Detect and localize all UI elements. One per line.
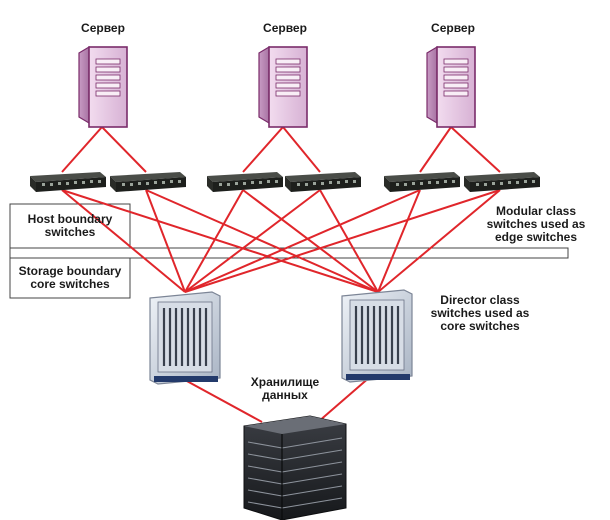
storage-array[interactable] bbox=[243, 415, 347, 520]
modular-annotation: Modular class switches used as edge swit… bbox=[476, 205, 596, 244]
edge-switch-6[interactable] bbox=[464, 172, 540, 192]
server-3-label: Сервер bbox=[431, 21, 475, 35]
director-line3: core switches bbox=[440, 319, 520, 333]
modular-line1: Modular class bbox=[495, 204, 577, 218]
server-drive-bays bbox=[95, 58, 121, 97]
director-annotation: Director class switches used as core swi… bbox=[420, 294, 540, 333]
edge-switch-2[interactable] bbox=[110, 172, 186, 192]
link-server3-edge6 bbox=[450, 126, 501, 173]
server-drive-bays bbox=[275, 58, 301, 97]
director-line1: Director class bbox=[440, 293, 520, 307]
director-line2: switches used as bbox=[430, 306, 530, 320]
zone-host-boundary bbox=[9, 203, 131, 249]
edge-switch-3[interactable] bbox=[207, 172, 283, 192]
modular-line3: edge switches bbox=[494, 230, 578, 244]
host-boundary-line2: switches bbox=[44, 225, 96, 239]
zone-storage-boundary bbox=[9, 257, 131, 299]
storage-boundary-line2: core switches bbox=[30, 277, 110, 291]
storage-boundary-label: Storage boundary core switches bbox=[10, 265, 130, 291]
link-core1-storage bbox=[184, 379, 263, 423]
modular-line2: switches used as bbox=[486, 217, 586, 231]
link-edge6-core2 bbox=[377, 189, 501, 293]
link-server1-edge2 bbox=[101, 126, 147, 173]
link-edge1-core1 bbox=[61, 189, 186, 293]
link-edge3-core1 bbox=[184, 189, 244, 293]
edge-switch-4[interactable] bbox=[285, 172, 361, 192]
host-boundary-line1: Host boundary bbox=[27, 212, 113, 226]
link-edge5-core1 bbox=[184, 189, 421, 293]
link-edge4-core2 bbox=[319, 189, 379, 293]
link-server2-edge3 bbox=[242, 126, 284, 173]
server-drive-bays bbox=[443, 58, 469, 97]
link-edge2-core1 bbox=[145, 189, 186, 293]
server-2-label: Сервер bbox=[263, 21, 307, 35]
link-server3-edge5 bbox=[419, 126, 452, 173]
edge-switch-1[interactable] bbox=[30, 172, 106, 192]
link-edge4-core1 bbox=[184, 189, 321, 293]
server-1[interactable] bbox=[78, 45, 128, 128]
server-2[interactable] bbox=[258, 45, 308, 128]
link-edge5-core2 bbox=[377, 189, 421, 293]
server-1-label: Сервер bbox=[81, 21, 125, 35]
edge-switch-5[interactable] bbox=[384, 172, 460, 192]
storage-annotation: Хранилище данных bbox=[235, 376, 335, 402]
storage-line1: Хранилище bbox=[250, 375, 320, 389]
server-to-edge-links bbox=[61, 126, 501, 173]
server-3[interactable] bbox=[426, 45, 476, 128]
link-edge2-core2 bbox=[145, 189, 379, 293]
link-server1-edge1 bbox=[61, 126, 103, 173]
link-edge1-core2 bbox=[61, 189, 379, 293]
link-server2-edge4 bbox=[282, 126, 321, 173]
storage-line2: данных bbox=[262, 388, 308, 402]
link-edge3-core2 bbox=[242, 189, 379, 293]
link-edge6-core1 bbox=[184, 189, 501, 293]
edge-to-core-links bbox=[61, 189, 501, 293]
host-boundary-label: Host boundary switches bbox=[10, 213, 130, 239]
core-switch-2[interactable] bbox=[341, 289, 413, 383]
core-switch-1[interactable] bbox=[149, 291, 221, 385]
storage-boundary-line1: Storage boundary bbox=[18, 264, 122, 278]
